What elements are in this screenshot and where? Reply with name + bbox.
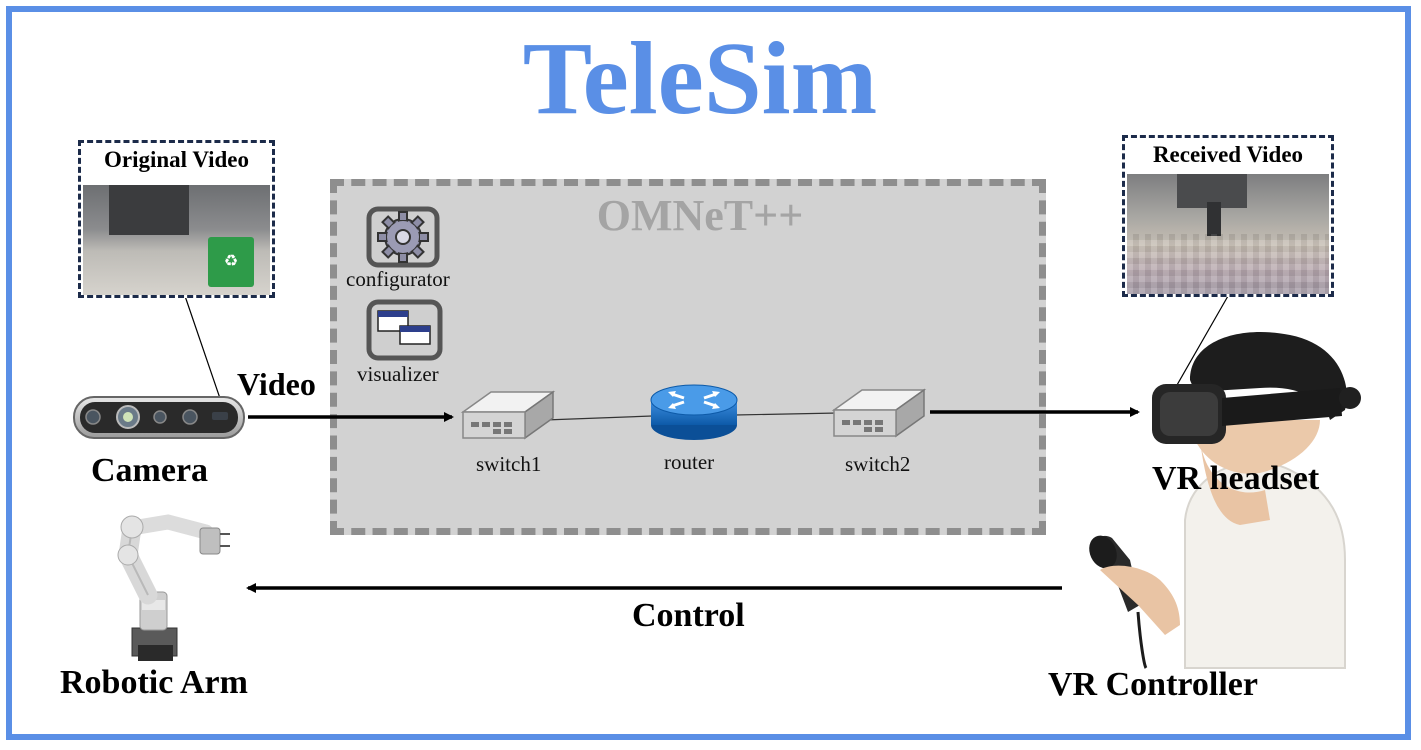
recycle-icon: ♻ [223,253,239,270]
switch-icon [460,390,556,440]
recycle-bin-shape: ♻ [208,237,254,287]
robotic-arm-label: Robotic Arm [60,664,248,701]
video-arrow-label: Video [237,366,316,402]
received-video-image [1127,174,1329,294]
router-label: router [664,450,715,474]
vr-headset-icon [1152,332,1361,669]
gear-icon [366,206,440,268]
monitor-shape [109,185,189,235]
received-video-title: Received Video [1152,142,1304,167]
original-video-callout [184,295,226,414]
link-router-switch2 [734,412,839,416]
visualizer-label: visualizer [357,362,439,386]
received-video-frame: Received Video [1122,135,1334,297]
vr-controller-label: VR Controller [1048,666,1258,703]
vr-headset-label: VR headset [1152,460,1320,497]
pixelation-overlay [1127,234,1329,294]
original-video-frame: Original Video ♻ [78,140,275,298]
diagram-title: TeleSim [522,21,878,136]
outer-frame [6,6,1411,740]
windows-icon [366,299,443,361]
control-label: Control [632,597,745,634]
link-switch1-router [544,415,653,421]
original-video-image: ♻ [83,185,270,295]
omnet-box [330,179,1046,535]
omnet-title: OMNeT++ [596,191,804,240]
camera-icon [73,396,245,439]
configurator-label: configurator [346,267,450,291]
stand-shape [1207,202,1221,236]
switch1-label: switch1 [476,452,542,476]
robotic-arm-icon [117,514,230,661]
switch-icon [831,388,927,438]
received-video-callout [1176,295,1229,386]
switch2-label: switch2 [845,452,911,476]
original-video-title: Original Video [103,147,250,172]
vr-controller-icon [1089,535,1180,669]
camera-label: Camera [91,452,209,489]
router-icon [650,384,738,440]
